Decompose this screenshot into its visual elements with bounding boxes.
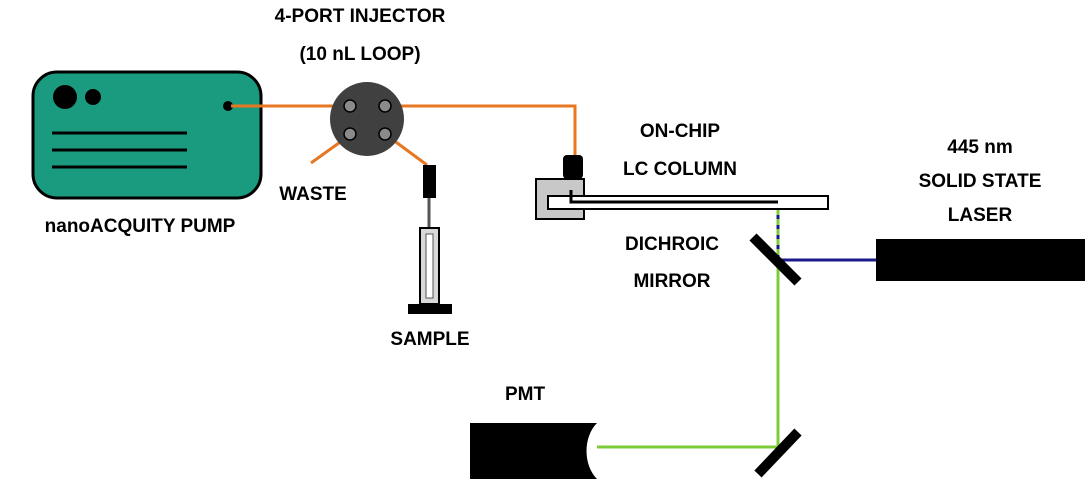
injector-port — [378, 127, 392, 141]
injector-label-line-1: 4-PORT INJECTOR — [274, 6, 446, 27]
injector-body — [330, 82, 404, 156]
waste-label: WASTE — [279, 184, 347, 205]
pump-outlet-port — [223, 101, 233, 111]
injector-port — [378, 99, 392, 113]
mirror-label-line-1: DICHROIC — [625, 234, 719, 255]
fold-mirror — [754, 428, 802, 478]
syringe-plunger-rod — [425, 233, 434, 299]
pump — [31, 70, 263, 200]
lc-column — [535, 155, 829, 220]
column-channel — [569, 190, 778, 204]
column-fitting — [563, 155, 583, 179]
injector-label-line-2: (10 nL LOOP) — [299, 44, 421, 65]
syringe — [408, 165, 452, 314]
optical-path — [597, 210, 876, 449]
syringe-needle-hub — [423, 165, 436, 198]
sample-label: SAMPLE — [390, 329, 470, 350]
pump-indicator-large — [53, 85, 77, 109]
laser-label-line-2: SOLID STATE — [918, 171, 1042, 192]
mirror-label-line-2: MIRROR — [633, 271, 711, 292]
pump-label: nanoACQUITY PUMP — [44, 216, 236, 237]
tubing-injector-to-column — [386, 104, 577, 155]
dichroic-mirror — [749, 233, 802, 286]
laser-body — [876, 239, 1085, 281]
column-label-line-2: LC COLUMN — [623, 159, 737, 180]
column-label-line-1: ON-CHIP — [639, 121, 721, 142]
injector — [330, 82, 404, 156]
syringe-plunger-flange — [408, 304, 452, 314]
laser-label-line-1: 445 nm — [947, 137, 1013, 158]
injector-port — [343, 127, 357, 141]
laser-label-line-3: LASER — [947, 205, 1013, 226]
injector-port — [343, 99, 357, 113]
pmt-label: PMT — [504, 384, 546, 405]
pump-indicator-small — [85, 89, 101, 105]
pmt-detector — [470, 423, 597, 479]
